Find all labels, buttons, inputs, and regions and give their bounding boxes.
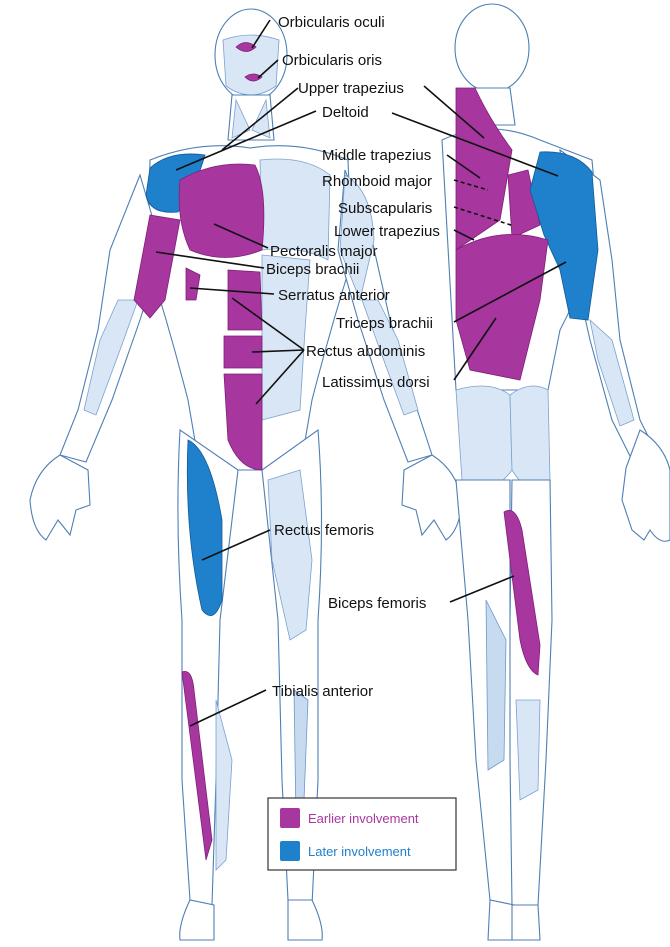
label-rhomboid-major: Rhomboid major xyxy=(322,173,432,190)
label-rectus-abdominis: Rectus abdominis xyxy=(306,343,425,360)
label-deltoid: Deltoid xyxy=(322,104,369,121)
back-glute-right xyxy=(510,386,550,488)
front-foot-left xyxy=(180,900,214,940)
back-foot-left xyxy=(488,900,514,940)
label-upper-trapezius: Upper trapezius xyxy=(298,80,404,97)
front-hand-right xyxy=(402,455,462,540)
legend-swatch-earlier xyxy=(280,808,300,828)
label-orbicularis-oculi: Orbicularis oculi xyxy=(278,14,385,31)
back-head xyxy=(455,4,529,92)
label-tibialis-anterior: Tibialis anterior xyxy=(272,683,373,700)
front-foot-right xyxy=(288,900,322,940)
label-orbicularis-oris: Orbicularis oris xyxy=(282,52,382,69)
legend-swatch-later xyxy=(280,841,300,861)
label-serratus-anterior: Serratus anterior xyxy=(278,287,390,304)
label-middle-trapezius: Middle trapezius xyxy=(322,147,431,164)
label-latissimus-dorsi: Latissimus dorsi xyxy=(322,374,430,391)
rectus-abdominis-upper xyxy=(228,270,262,330)
label-triceps-brachii: Triceps brachii xyxy=(336,315,433,332)
back-foot-right xyxy=(512,905,540,940)
legend-label-earlier: Earlier involvement xyxy=(308,811,419,826)
back-glute-left xyxy=(456,386,512,488)
front-hand-left xyxy=(30,455,90,540)
label-subscapularis: Subscapularis xyxy=(338,200,432,217)
front-calf-left-muscle xyxy=(216,700,232,870)
pectoralis-major-muscle xyxy=(179,164,264,258)
back-calf-right xyxy=(516,700,540,800)
label-pectoralis-major: Pectoralis major xyxy=(270,243,378,260)
label-biceps-femoris: Biceps femoris xyxy=(328,595,426,612)
label-lower-trapezius: Lower trapezius xyxy=(334,223,440,240)
legend-label-later: Later involvement xyxy=(308,844,411,859)
legend: Earlier involvement Later involvement xyxy=(268,798,456,870)
label-rectus-femoris: Rectus femoris xyxy=(274,522,374,539)
label-biceps-brachii: Biceps brachii xyxy=(266,261,359,278)
